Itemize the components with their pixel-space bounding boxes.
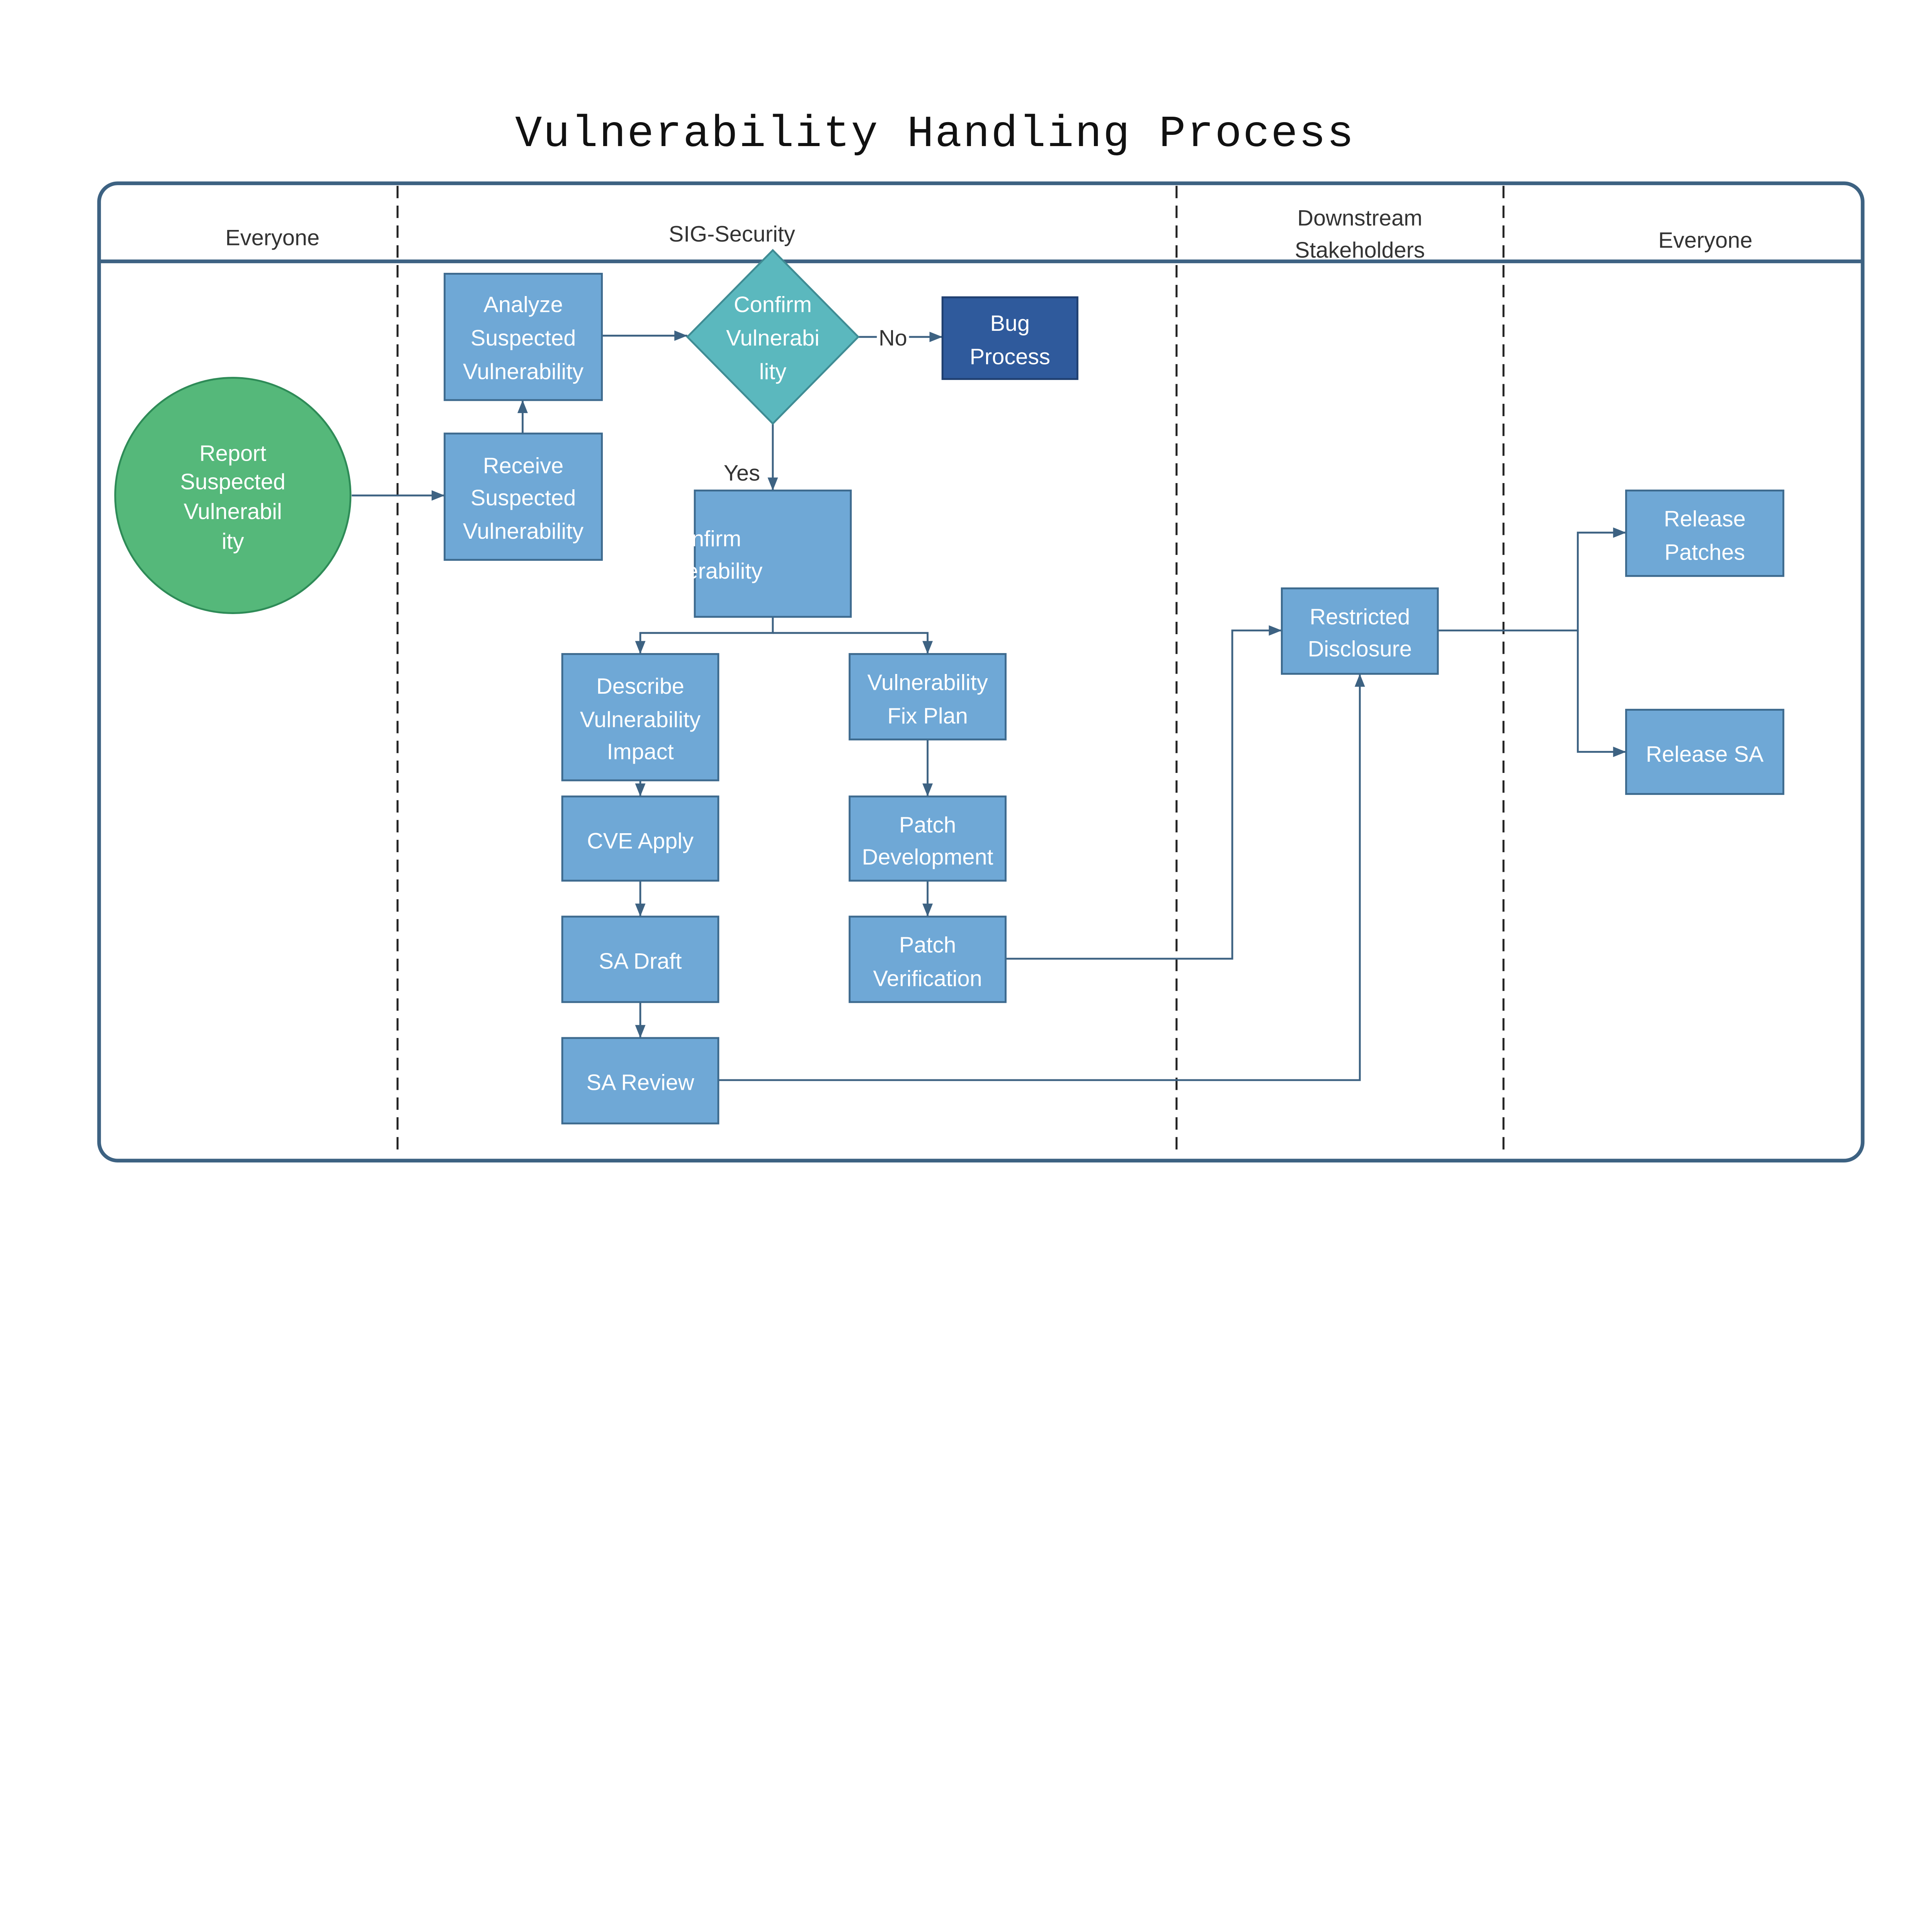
lane-label-everyone-2: Everyone — [1658, 228, 1753, 253]
lane-label-sig-security: SIG-Security — [669, 222, 795, 247]
connector-arrow — [1005, 625, 1282, 960]
edge-label: Yes — [724, 461, 760, 486]
process-box — [849, 916, 1007, 1003]
edge-patch-verification-to-restricted-disclosure — [1005, 625, 1282, 960]
connector-arrow — [718, 674, 1365, 1081]
edge-confirm-vulnerability-decision-to-confirm-vulnerability: Yes — [724, 424, 778, 491]
node-label: Suspected — [471, 326, 576, 351]
lane-label-downstream-stakeholders: Downstream — [1297, 206, 1422, 230]
node-label: Receive — [483, 453, 563, 478]
process-box — [561, 795, 719, 882]
node-label: Restricted — [1310, 604, 1410, 629]
node-release-sa[interactable]: Release SA — [1625, 709, 1784, 795]
node-label: Release — [1664, 507, 1746, 531]
node-label: Confirm — [734, 293, 812, 317]
node-label: Suspected — [180, 470, 286, 494]
node-label: Process — [970, 344, 1050, 369]
lane-label-everyone-1: Everyone — [225, 226, 320, 250]
process-box — [849, 653, 1007, 740]
process-box — [561, 653, 719, 781]
connector-arrow — [1438, 527, 1626, 631]
process-box — [1281, 587, 1439, 675]
node-label: Patches — [1665, 540, 1745, 565]
node-sa-review[interactable]: SA Review — [561, 1037, 719, 1125]
connector-arrow — [635, 617, 774, 654]
node-label: Verification — [873, 966, 982, 991]
edge-restricted-disclosure-to-release-sa — [1577, 630, 1626, 757]
swimlane-frame: Everyone SIG-Security DownstreamStakeholde… — [97, 181, 1865, 1163]
node-label: Patch — [899, 813, 956, 837]
process-box — [849, 795, 1007, 882]
node-label: Analyze — [484, 293, 563, 317]
node-label: Fix Plan — [887, 704, 968, 728]
frame-border — [97, 181, 1865, 1163]
node-label: Confirm — [663, 526, 741, 551]
node-label: Patch — [899, 933, 956, 958]
node-label: Vulnerabi — [726, 326, 820, 351]
edge-sa-review-to-restricted-disclosure — [718, 674, 1365, 1081]
node-label: SA Review — [587, 1070, 694, 1095]
edge-confirm-vulnerability-to-describe-vulnerability-impact — [635, 617, 774, 654]
node-label: Vulnerability — [642, 559, 762, 584]
node-label: Impact — [607, 740, 673, 764]
process-box — [444, 272, 603, 401]
lane-label-downstream-stakeholders: Stakeholders — [1295, 238, 1425, 263]
node-label: SA Draft — [599, 949, 682, 973]
process-box — [444, 432, 603, 561]
node-label: Vulnerabil — [184, 499, 282, 524]
connector-arrow — [1577, 630, 1626, 757]
node-label: Development — [862, 845, 993, 870]
start-circle — [114, 377, 352, 614]
edge-restricted-disclosure-to-release-patches — [1438, 527, 1626, 631]
connector-arrow — [773, 632, 933, 654]
edge-label: No — [879, 326, 907, 351]
node-sa-draft[interactable]: SA Draft — [561, 916, 719, 1003]
process-box — [1625, 709, 1784, 795]
decision-diamond — [686, 249, 860, 425]
node-label: Disclosure — [1308, 637, 1412, 662]
node-label: lity — [759, 359, 787, 384]
node-label: Describe — [596, 674, 684, 699]
process-box — [561, 916, 719, 1003]
page-title: Vulnerability Handling Process — [515, 109, 1355, 160]
node-label: ity — [222, 529, 244, 554]
node-label: Suspected — [471, 486, 576, 511]
nodes: ReportSuspectedVulnerabilityReceiveSuspe… — [114, 249, 1784, 1125]
edge-confirm-vulnerability-decision-to-bug-process: No — [858, 323, 943, 351]
process-box — [1625, 489, 1784, 577]
node-label: Release SA — [1646, 742, 1764, 767]
node-label: Bug — [990, 311, 1030, 336]
process-box — [561, 1037, 719, 1125]
edge-confirm-vulnerability-to-vulnerability-fix-plan — [773, 632, 933, 654]
node-cve-apply[interactable]: CVE Apply — [561, 795, 719, 882]
node-label: Vulnerability — [463, 359, 583, 384]
label-background — [877, 323, 909, 351]
node-label: Vulnerability — [867, 670, 988, 695]
node-label: Vulnerability — [463, 519, 583, 544]
process-box — [941, 296, 1078, 380]
node-label: Vulnerability — [580, 707, 701, 732]
process-box — [694, 489, 852, 618]
node-label: CVE Apply — [587, 829, 694, 854]
node-label: Report — [199, 441, 266, 466]
